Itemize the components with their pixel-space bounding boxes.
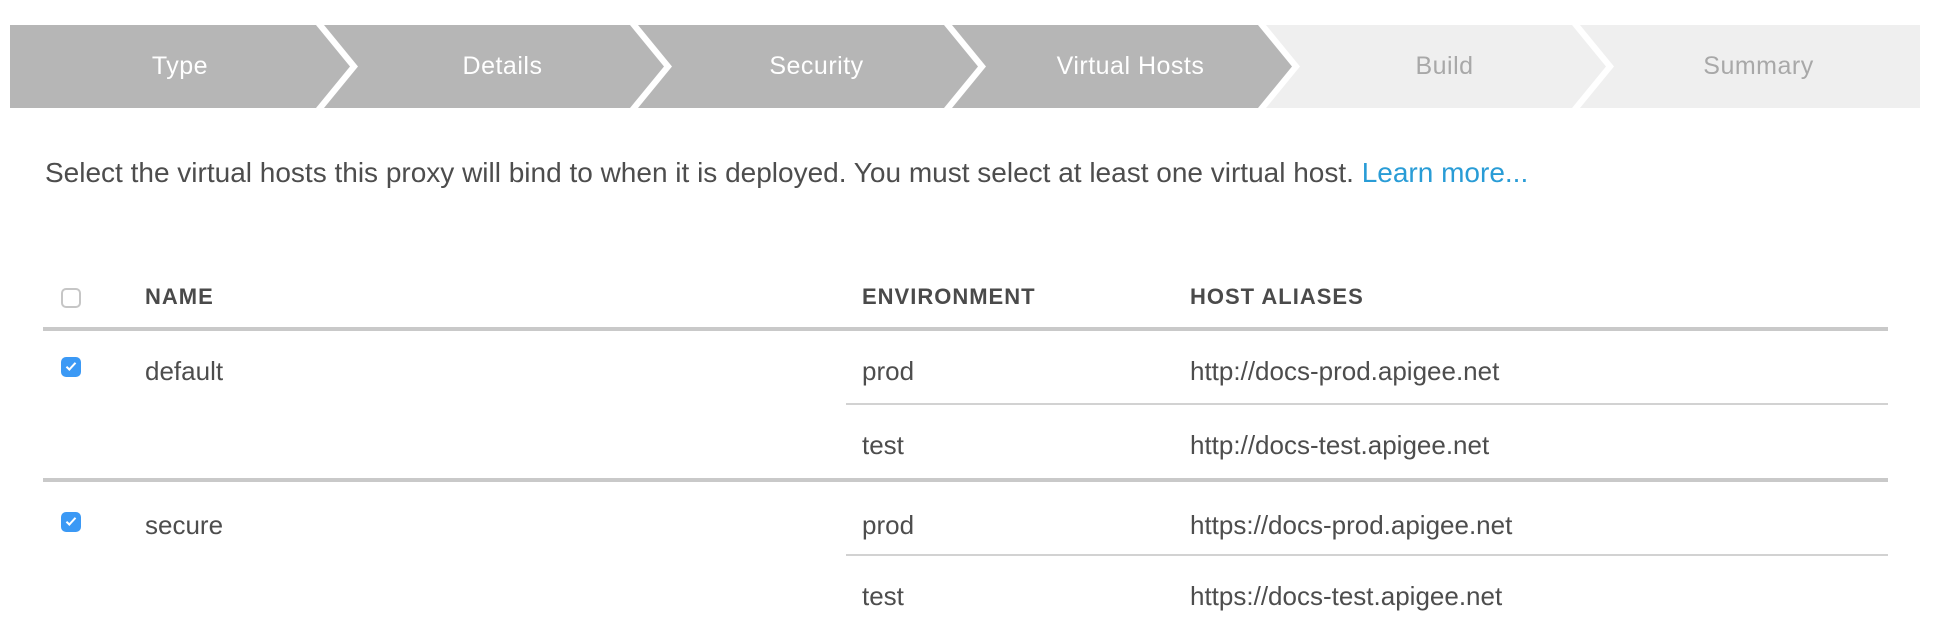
column-header-host-aliases: HOST ALIASES [1190,284,1364,309]
row-environment: test [862,430,904,460]
row-checkbox-default[interactable] [61,357,81,377]
step-summary: Summary [1580,25,1920,108]
row-checkbox-secure[interactable] [61,512,81,532]
wizard-stepper: Type Details Security Virtual Hosts Buil… [10,25,1920,108]
learn-more-link[interactable]: Learn more... [1361,157,1529,188]
step-details[interactable]: Details [324,25,664,108]
subrow-separator [846,403,1888,405]
row-environment: prod [862,510,915,540]
row-name: secure [145,510,224,540]
row-host-alias: http://docs-test.apigee.net [1190,430,1490,460]
description-text: Select the virtual hosts this proxy will… [45,157,1354,188]
row-host-alias: https://docs-prod.apigee.net [1190,510,1513,540]
column-header-environment: ENVIRONMENT [862,284,1036,309]
checkmark-icon [65,360,77,371]
row-environment: test [862,581,904,611]
step-build: Build [1266,25,1606,108]
row-host-alias: http://docs-prod.apigee.net [1190,356,1500,386]
header-separator [43,327,1888,331]
select-all-checkbox[interactable] [61,288,81,308]
row-host-alias: https://docs-test.apigee.net [1190,581,1503,611]
step-virtual-hosts[interactable]: Virtual Hosts [952,25,1292,108]
page-description: Select the virtual hosts this proxy will… [45,157,1905,189]
checkmark-icon [65,515,77,526]
subrow-separator [846,554,1888,556]
group-separator [43,478,1888,482]
row-name: default [145,356,224,386]
column-header-name: NAME [145,284,214,309]
step-security[interactable]: Security [638,25,978,108]
step-type[interactable]: Type [10,25,350,108]
row-environment: prod [862,356,915,386]
